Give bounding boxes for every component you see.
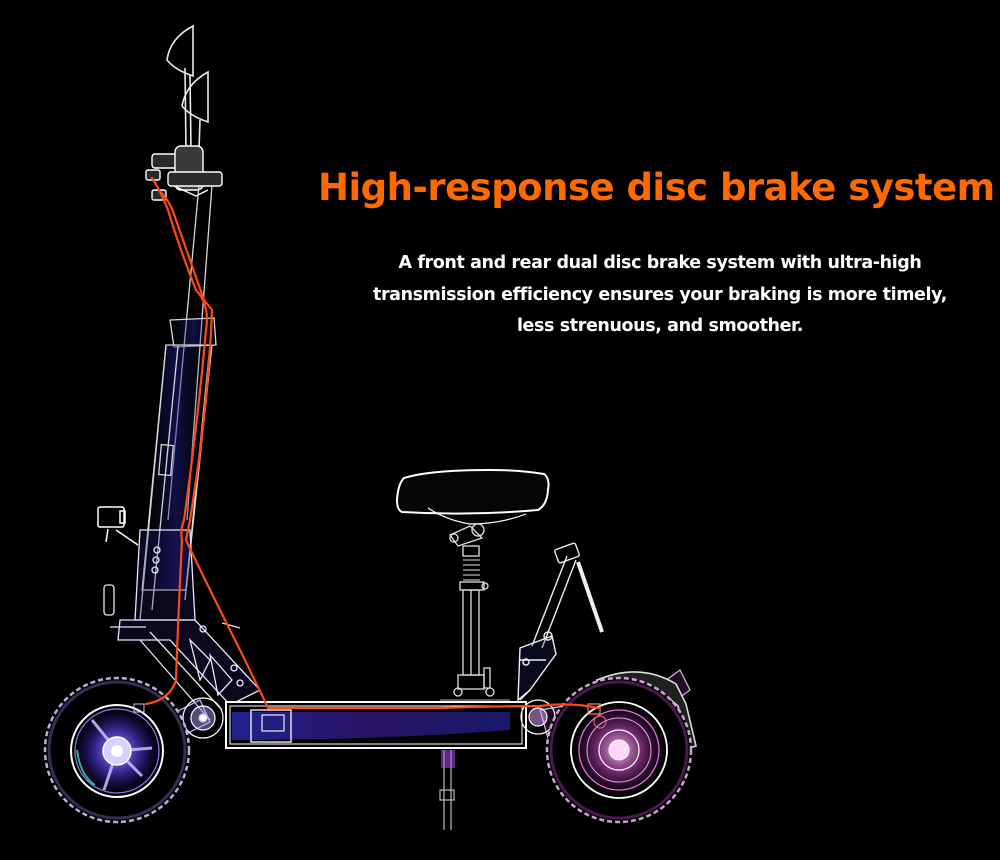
rear-wheel — [545, 676, 693, 824]
seat — [395, 468, 550, 525]
description-line-3: less strenuous, and smoother. — [516, 316, 804, 336]
seat-post — [449, 523, 495, 697]
mirror-icon — [166, 24, 209, 151]
feature-description: A front and rear dual disc brake system … — [320, 248, 1000, 343]
front-wheel — [43, 676, 191, 824]
description-line-2: transmission efficiency ensures your bra… — [372, 284, 947, 305]
handlebar-brake-lever — [145, 145, 223, 201]
kickstand — [439, 750, 455, 830]
deck-battery — [225, 699, 527, 749]
rear-suspension — [517, 542, 604, 702]
description-line-1: A front and rear dual disc brake system … — [398, 253, 922, 273]
page-title: High-response disc brake system — [318, 166, 995, 209]
display-icon — [97, 506, 139, 546]
brake-cable — [144, 176, 600, 710]
